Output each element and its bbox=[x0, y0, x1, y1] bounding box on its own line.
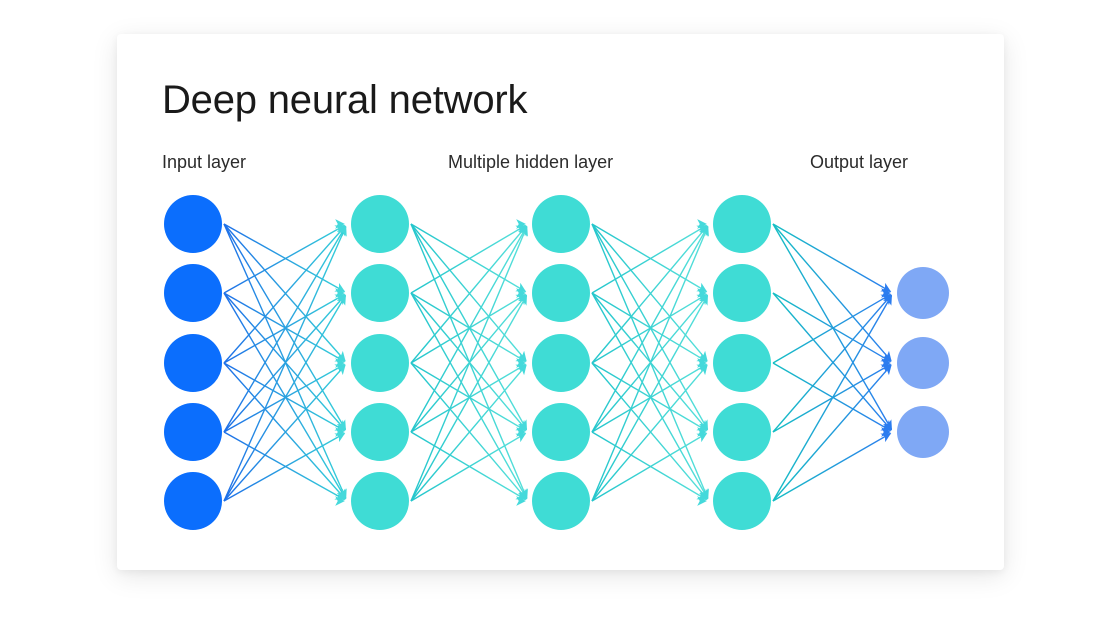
edge bbox=[772, 223, 892, 293]
edge bbox=[591, 294, 709, 502]
edge bbox=[410, 225, 528, 433]
node-hidden bbox=[532, 472, 590, 530]
node-hidden bbox=[713, 403, 771, 461]
edge bbox=[223, 432, 346, 502]
edge bbox=[410, 431, 527, 501]
edge bbox=[591, 223, 709, 431]
layer-label-input: Input layer bbox=[162, 152, 247, 172]
node-hidden bbox=[532, 334, 590, 392]
edge bbox=[223, 225, 347, 433]
edge bbox=[410, 293, 527, 364]
edge bbox=[410, 364, 527, 502]
node-input bbox=[164, 472, 222, 530]
edge bbox=[772, 294, 893, 502]
edge bbox=[410, 292, 527, 363]
edge bbox=[591, 432, 708, 502]
edge bbox=[591, 224, 708, 294]
edge bbox=[410, 225, 528, 502]
edge bbox=[223, 223, 347, 431]
edge bbox=[223, 362, 346, 432]
edge bbox=[772, 292, 892, 431]
edge bbox=[410, 292, 527, 431]
edge bbox=[223, 224, 346, 294]
edges-group bbox=[223, 219, 893, 506]
page-title: Deep neural network bbox=[162, 78, 528, 122]
edge bbox=[591, 293, 708, 364]
node-output bbox=[897, 267, 949, 319]
edge bbox=[410, 294, 528, 502]
nodes-group bbox=[164, 195, 949, 530]
layer-label-hidden: Multiple hidden layer bbox=[448, 152, 614, 172]
edge bbox=[772, 364, 892, 502]
edge bbox=[591, 292, 708, 431]
edge bbox=[223, 223, 346, 293]
edge bbox=[591, 225, 708, 364]
node-hidden bbox=[351, 403, 409, 461]
edge bbox=[591, 362, 708, 500]
layer-label-output: Output layer bbox=[810, 152, 909, 172]
node-hidden bbox=[713, 264, 771, 322]
node-hidden bbox=[351, 472, 409, 530]
edge bbox=[410, 223, 528, 431]
node-hidden bbox=[351, 334, 409, 392]
edge bbox=[223, 292, 346, 431]
edge bbox=[772, 293, 892, 364]
edge bbox=[772, 432, 892, 502]
edge bbox=[591, 431, 708, 501]
edge bbox=[591, 364, 708, 502]
edge bbox=[223, 364, 346, 502]
node-input bbox=[164, 334, 222, 392]
edge bbox=[772, 292, 892, 363]
node-output bbox=[897, 337, 949, 389]
edge bbox=[410, 223, 527, 293]
edge bbox=[410, 292, 528, 500]
edge bbox=[410, 225, 527, 364]
node-hidden bbox=[713, 334, 771, 392]
diagram-card: Deep neural network Input layer Multiple… bbox=[117, 34, 1004, 570]
node-hidden bbox=[351, 195, 409, 253]
node-input bbox=[164, 195, 222, 253]
edge bbox=[772, 362, 892, 432]
node-hidden bbox=[532, 403, 590, 461]
edge bbox=[223, 292, 346, 363]
edge bbox=[223, 294, 347, 502]
node-input bbox=[164, 264, 222, 322]
edge bbox=[410, 432, 527, 502]
edge bbox=[772, 223, 893, 431]
edge bbox=[223, 225, 346, 364]
node-hidden bbox=[532, 264, 590, 322]
node-output bbox=[897, 406, 949, 458]
edge bbox=[223, 431, 346, 501]
edge bbox=[591, 292, 708, 363]
edge bbox=[591, 225, 709, 433]
edge bbox=[223, 362, 346, 500]
edge bbox=[223, 293, 346, 364]
edge bbox=[591, 223, 708, 293]
neural-network-graph bbox=[164, 195, 949, 530]
edge bbox=[772, 294, 892, 433]
edge bbox=[410, 362, 527, 500]
edge bbox=[410, 362, 527, 432]
edge bbox=[591, 292, 709, 500]
edge bbox=[591, 225, 709, 502]
edge bbox=[223, 225, 347, 502]
node-hidden bbox=[351, 264, 409, 322]
edge bbox=[591, 362, 708, 432]
node-hidden bbox=[532, 195, 590, 253]
node-hidden bbox=[713, 195, 771, 253]
node-hidden bbox=[713, 472, 771, 530]
edge bbox=[223, 292, 347, 500]
node-input bbox=[164, 403, 222, 461]
edge bbox=[410, 224, 527, 294]
